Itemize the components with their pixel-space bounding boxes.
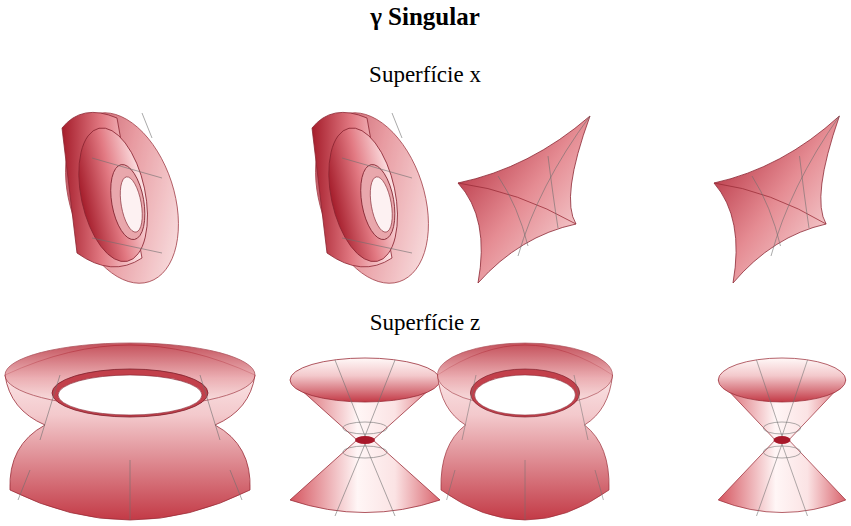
surface-x-figure	[458, 116, 590, 283]
figure-title: γ Singular	[370, 3, 480, 31]
surface-x-figure	[714, 116, 839, 283]
surface-heading: Superfície x	[369, 62, 481, 88]
surface-x-figure	[295, 98, 448, 298]
surface-heading: Superfície z	[370, 310, 480, 336]
surface-z-figure	[290, 358, 440, 516]
surface-z-figure	[718, 358, 846, 516]
surface-z-figure	[5, 343, 255, 520]
surface-z-figure	[438, 343, 613, 520]
surface-x-figure	[45, 98, 198, 298]
